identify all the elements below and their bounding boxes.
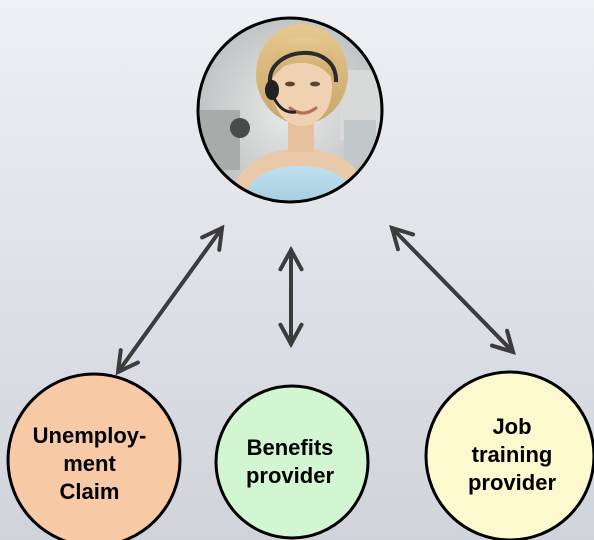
center-photo-node [196, 16, 384, 204]
benefits-node-circle [214, 384, 370, 540]
benefits-label-line-2: provider [245, 463, 335, 488]
benefits-label-line-1: Benefits [246, 434, 334, 460]
claim-label-line-2: ment [63, 451, 116, 477]
connector-claim-shaft [116, 226, 224, 374]
connector-job-head-top [389, 225, 416, 252]
job-label-line-1: Job [492, 413, 532, 439]
claim-label-line-3: Claim [59, 479, 120, 505]
job-training-provider-label: Job training provider [436, 394, 588, 516]
connector-claim-head-top [200, 224, 225, 252]
connector-benefits-head-bottom [278, 322, 304, 349]
job-label-line-3: provider [467, 470, 557, 496]
connector-job-shaft [390, 226, 515, 354]
claim-node-circle [6, 372, 182, 540]
unemployment-claim-label: Unemploy- ment Claim [2, 422, 177, 540]
claim-label-line-1: Unemploy- [32, 423, 147, 448]
connector-benefits-head-top [278, 245, 304, 272]
connector-job-head-bottom [489, 328, 516, 355]
job-label-line-2: training [471, 441, 553, 467]
job-node-circle [424, 370, 594, 540]
benefits-provider-label: Benefits provider [217, 424, 363, 500]
connector-claim-head-bottom [115, 348, 140, 376]
